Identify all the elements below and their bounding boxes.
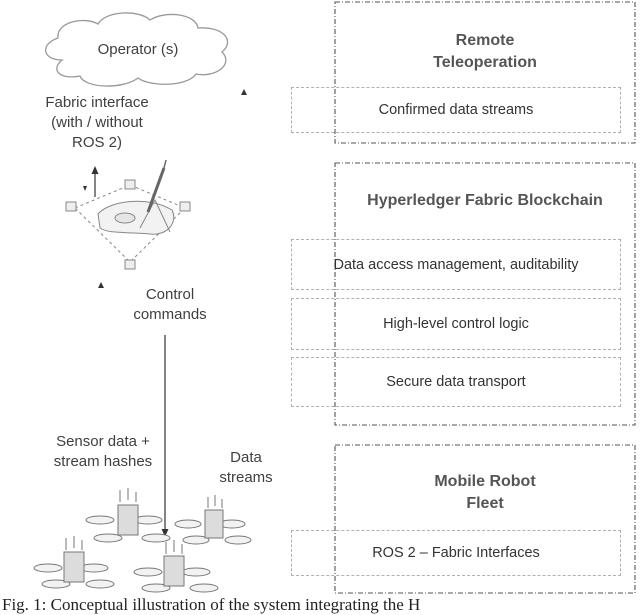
fabric-interface-line-2: (with / without [51,114,143,131]
confirmed-data-streams-box: Confirmed data streams [291,87,621,133]
fabric-interface-line-3: ROS 2) [71,134,122,151]
control-commands-label: Control commands [120,285,220,325]
cloud-shape [45,12,229,87]
sensor-data-line-1: Sensor data + [56,433,150,450]
sensor-data-label: Sensor data + stream hashes [48,432,158,472]
small-arrow-up [241,89,247,95]
data-streams-line-1: Data [230,449,262,466]
remote-panel-border [334,1,636,144]
fabric-panel-title: Hyperledger Fabric Blockchain [367,192,603,209]
small-arrow-down [83,186,87,191]
fabric-panel-border [334,162,636,426]
drone-graphic-1 [85,488,171,543]
small-arrow-up-2 [98,282,104,288]
operator-label: Operator (s) [97,41,179,58]
fabric-interface-label: Fabric interface (with / without ROS 2) [32,93,162,153]
figure-caption: Fig. 1: Conceptual illustration of the s… [2,595,421,614]
control-commands-line-1: Control [145,286,195,303]
remote-panel-title: Remote Teleoperation [385,30,585,74]
drone-graphic-3 [33,536,115,589]
panel-borders [334,1,636,594]
down-arrow-head [161,529,169,537]
sensor-data-line-2: stream hashes [53,453,153,470]
remote-title-line-2: Teleoperation [433,54,537,71]
control-logic-box: High-level control logic [291,298,621,350]
secure-transport-box: Secure data transport [291,357,621,407]
up-arrow-head [91,166,99,174]
control-commands-line-2: commands [133,306,207,323]
control-device-graphic [65,159,191,270]
fleet-panel-title: Mobile Robot Fleet [385,471,585,515]
data-streams-label: Data streams [216,448,276,488]
data-access-box: Data access management, auditability [291,239,621,290]
ros-fabric-interfaces-box: ROS 2 – Fabric Interfaces [291,530,621,576]
fleet-panel-border [334,444,636,594]
drone-graphic-4 [133,540,219,593]
fleet-title-line-1: Mobile Robot [434,473,536,490]
fleet-title-line-2: Fleet [466,495,504,512]
drone-graphic-2 [174,495,252,545]
remote-title-line-1: Remote [455,32,515,49]
data-streams-line-2: streams [219,469,273,486]
fabric-interface-line-1: Fabric interface [45,94,149,111]
